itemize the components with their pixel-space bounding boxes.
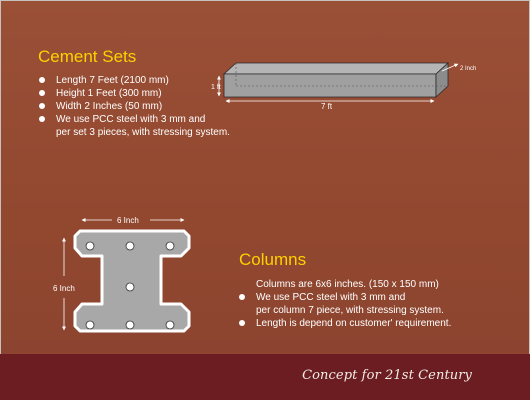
list-item: We use PCC steel with 3 mm and bbox=[38, 113, 238, 126]
footer-bar bbox=[0, 354, 530, 400]
list-item: We use PCC steel with 3 mm and bbox=[238, 291, 478, 304]
footer-tagline: Concept for 21st Century bbox=[302, 368, 472, 383]
columns-title: Columns bbox=[239, 250, 307, 269]
list-item: Height 1 Feet (300 mm) bbox=[38, 87, 238, 100]
list-item: Length is depend on customer' requiremen… bbox=[238, 317, 478, 330]
list-item: per set 3 pieces, with stressing system. bbox=[56, 127, 230, 138]
list-item: Width 2 Inches (50 mm) bbox=[38, 100, 238, 113]
cement-sets-title: Cement Sets bbox=[38, 47, 137, 66]
list-item: Columns are 6x6 inches. (150 x 150 mm) bbox=[256, 279, 439, 290]
cement-sets-list: Length 7 Feet (2100 mm) Height 1 Feet (3… bbox=[38, 74, 238, 139]
list-item: Length 7 Feet (2100 mm) bbox=[38, 74, 238, 87]
list-item: per column 7 piece, with stressing syste… bbox=[256, 305, 444, 316]
columns-list: Columns are 6x6 inches. (150 x 150 mm) W… bbox=[238, 278, 478, 330]
